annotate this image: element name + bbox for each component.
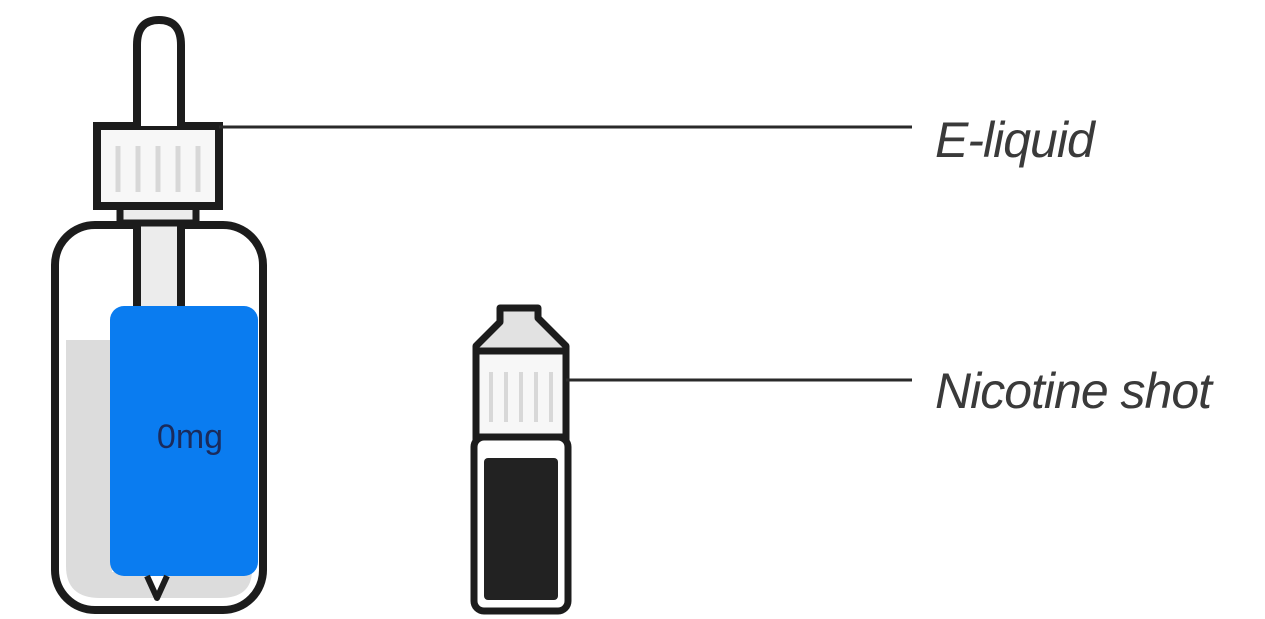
nicotine-shot-bottle [474, 308, 568, 611]
eliquid-strength-label: 0mg [157, 418, 223, 456]
eliquid-bottle-back-liquid [66, 340, 112, 598]
nicotine-shot-liquid [484, 458, 558, 600]
eliquid-pipette-tube [137, 215, 181, 315]
eliquid-callout-label: E-liquid [935, 112, 1097, 168]
eliquid-bottle: 0mg [55, 20, 263, 610]
nicotine-shot-nozzle [476, 308, 566, 354]
nicotine-shot-callout-label: Nicotine shot [935, 363, 1214, 419]
eliquid-dropper-bulb [137, 20, 181, 126]
